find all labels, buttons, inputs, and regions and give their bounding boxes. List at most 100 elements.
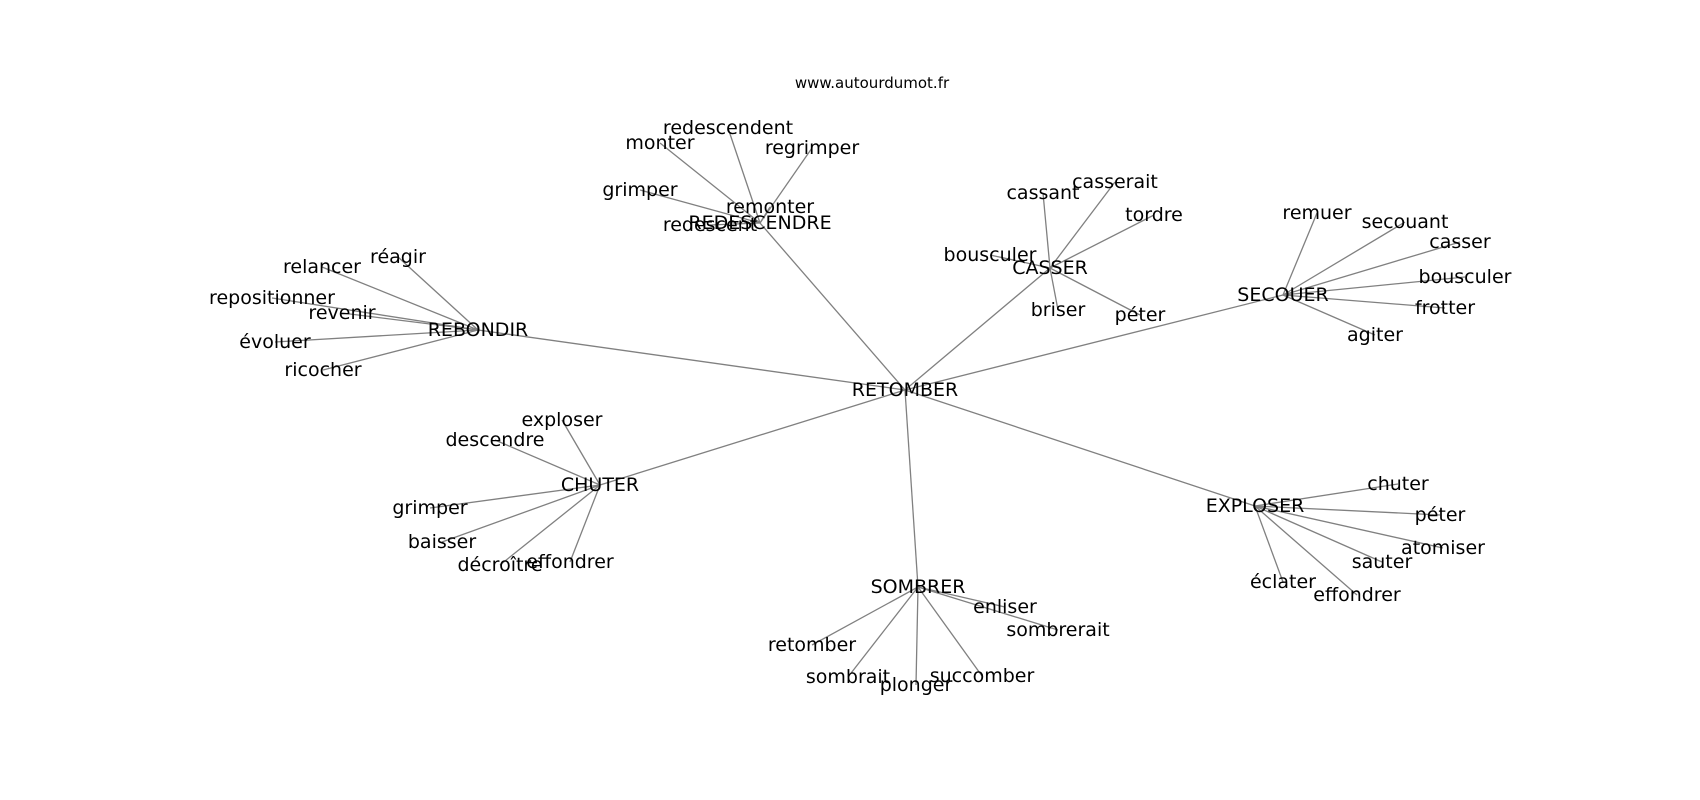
edge-exploser-leaf <box>1254 505 1441 516</box>
edge-chuter-leaf <box>494 439 601 486</box>
leaf-node: péter <box>1415 504 1466 526</box>
leaf-node: plonger <box>880 674 953 696</box>
node-redescendre: REDESCENDRE <box>688 212 831 234</box>
edge-exploser-leaf <box>1254 483 1399 507</box>
edge-sombrer-leaf <box>917 586 983 677</box>
leaf-node: redescendent <box>663 117 793 139</box>
leaf-node: enliser <box>973 596 1037 618</box>
leaf-node: descendre <box>446 429 545 451</box>
leaf-node: atomiser <box>1401 537 1485 559</box>
leaf-node: évoluer <box>239 331 311 353</box>
leaf-node: briser <box>1031 299 1086 321</box>
edge-center-sombrer <box>904 389 919 588</box>
node-chuter: CHUTER <box>561 474 639 496</box>
leaf-node: remonter <box>726 196 814 218</box>
leaf-node: sombrait <box>806 666 890 688</box>
edge-chuter-leaf <box>561 419 601 486</box>
leaf-node: sauter <box>1352 551 1413 573</box>
leaf-node: frotter <box>1415 297 1475 319</box>
node-secouer: SECOUER <box>1237 284 1328 306</box>
edge-exploser-leaf <box>1254 505 1444 549</box>
leaf-node: effondrer <box>1313 584 1401 606</box>
edge-center-rebondir <box>477 329 906 391</box>
edge-rebondir-leaf <box>397 256 479 331</box>
edge-casser-leaf <box>1049 267 1141 316</box>
edge-center-secouer <box>904 294 1284 391</box>
edge-rebondir-leaf <box>341 312 479 331</box>
leaf-node: repositionner <box>209 287 335 309</box>
leaf-node: bousculer <box>1419 266 1512 288</box>
leaf-node: grimper <box>602 179 677 201</box>
leaf-node: effondrer <box>526 551 614 573</box>
leaf-node: retomber <box>768 634 856 656</box>
leaf-node: revenir <box>308 302 375 324</box>
graph-edges <box>271 127 1466 686</box>
edge-secouer-leaf <box>1282 276 1466 296</box>
edge-sombrer-leaf <box>917 586 1059 631</box>
leaf-node: casser <box>1429 231 1491 253</box>
edge-casser-leaf <box>1049 267 1059 311</box>
leaf-node: tordre <box>1125 204 1183 226</box>
edge-exploser-leaf <box>1254 505 1284 583</box>
edge-chuter-leaf <box>441 484 601 543</box>
leaf-node: casserait <box>1072 171 1158 193</box>
edge-rebondir-leaf <box>321 266 479 331</box>
edge-secouer-leaf <box>1282 221 1406 296</box>
leaf-node: succomber <box>930 665 1035 687</box>
edge-rebondir-leaf <box>274 329 479 343</box>
edge-secouer-leaf <box>1282 241 1461 296</box>
edge-sombrer-leaf <box>917 586 1006 608</box>
leaf-node: bousculer <box>944 244 1037 266</box>
edge-center-chuter <box>599 389 906 486</box>
edge-redescendre-leaf <box>759 147 813 224</box>
edge-center-casser <box>904 267 1051 391</box>
edge-center-exploser <box>904 389 1256 507</box>
edge-redescendre-leaf <box>727 127 761 224</box>
leaf-node: chuter <box>1367 473 1429 495</box>
leaf-node: péter <box>1115 304 1166 326</box>
edge-redescendre-leaf <box>709 222 761 226</box>
leaf-node: monter <box>625 132 694 154</box>
node-sombrer: SOMBRER <box>871 576 966 598</box>
edge-rebondir-leaf <box>271 297 479 331</box>
leaf-node: redescent <box>663 214 757 236</box>
edge-center-redescendre <box>759 222 906 391</box>
node-casser: CASSER <box>1012 257 1088 279</box>
edge-exploser-leaf <box>1254 505 1383 563</box>
node-rebondir: REBONDIR <box>428 319 529 341</box>
leaf-node: remuer <box>1282 202 1351 224</box>
leaf-node: exploser <box>522 409 603 431</box>
leaf-node: agiter <box>1347 324 1403 346</box>
leaf-node: baisser <box>408 531 476 553</box>
source-url: www.autourdumot.fr <box>795 74 950 92</box>
leaf-node: sombrerait <box>1006 619 1109 641</box>
edge-secouer-leaf <box>1282 294 1376 336</box>
edge-casser-leaf <box>989 254 1051 269</box>
edge-secouer-leaf <box>1282 294 1446 309</box>
leaf-node: relancer <box>283 256 361 278</box>
edge-casser-leaf <box>1049 181 1116 269</box>
node-center: RETOMBER <box>852 379 958 401</box>
leaf-node: réagir <box>370 246 426 268</box>
node-exploser: EXPLOSER <box>1206 495 1305 517</box>
leaf-node: ricocher <box>284 359 361 381</box>
edge-chuter-leaf <box>569 484 601 563</box>
leaf-node: décroître <box>457 554 542 576</box>
leaf-node: grimper <box>392 497 467 519</box>
edge-redescendre-leaf <box>659 142 761 224</box>
edge-sombrer-leaf <box>847 586 919 678</box>
edge-chuter-leaf <box>429 484 601 509</box>
leaf-node: regrimper <box>765 137 859 159</box>
edge-sombrer-leaf <box>915 586 919 686</box>
edge-exploser-leaf <box>1254 505 1358 596</box>
leaf-node: secouant <box>1362 211 1449 233</box>
leaf-node: cassant <box>1006 182 1079 204</box>
edge-rebondir-leaf <box>322 329 479 371</box>
edge-chuter-leaf <box>499 484 601 566</box>
edge-casser-leaf <box>1049 214 1155 269</box>
edge-secouer-leaf <box>1282 212 1318 296</box>
edge-redescendre-leaf <box>639 189 761 224</box>
leaf-node: éclater <box>1250 571 1316 593</box>
